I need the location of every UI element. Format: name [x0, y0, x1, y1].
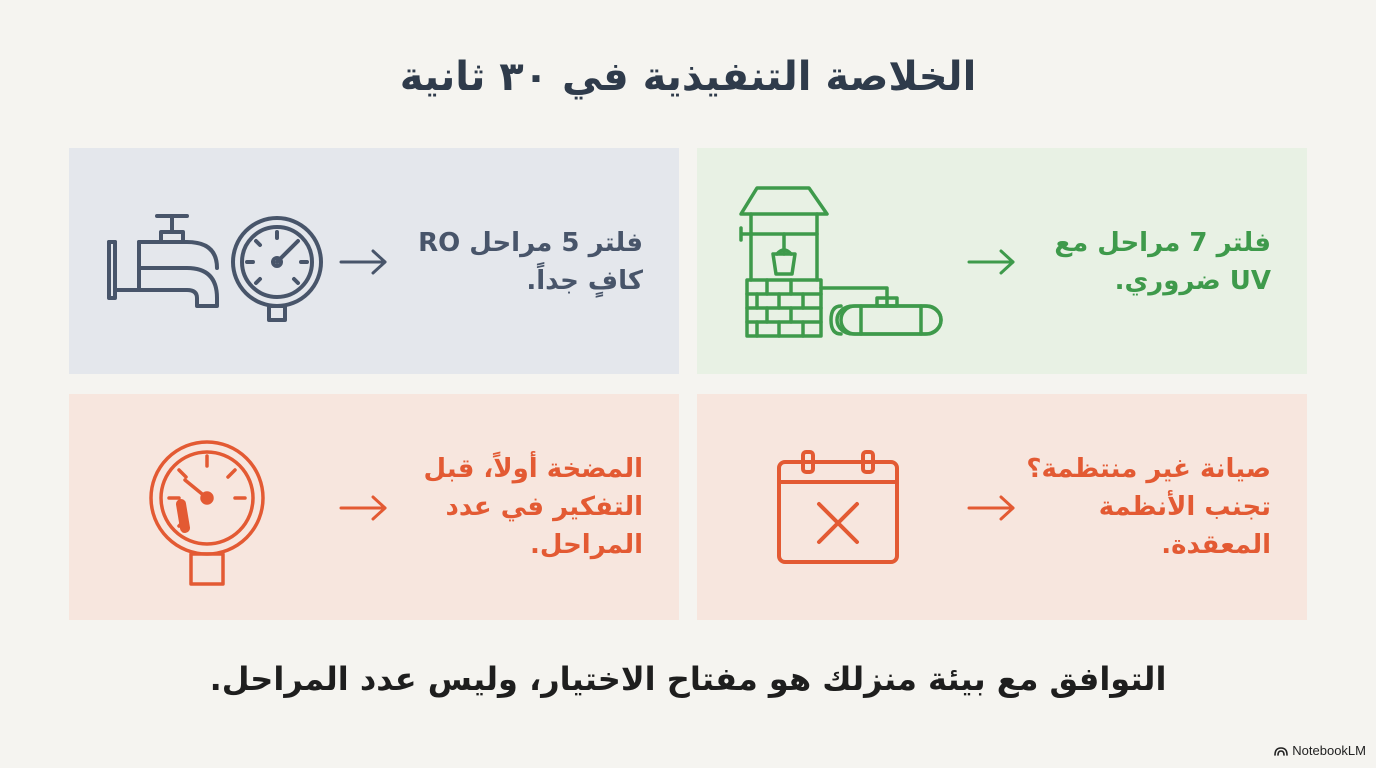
card-ro-5-stage: فلتر 5 مراحل RO كافٍ جداً.	[69, 148, 679, 374]
notebooklm-logo-icon	[1274, 746, 1289, 756]
card-irregular-maintenance: صيانة غير منتظمة؟ تجنب الأنظمة المعقدة.	[697, 394, 1307, 620]
low-pressure-gauge-icon	[149, 440, 265, 586]
card-text: صيانة غير منتظمة؟ تجنب الأنظمة المعقدة.	[1026, 454, 1271, 560]
arrow-right-icon	[967, 495, 1015, 521]
brand-label: NotebookLM	[1292, 743, 1366, 758]
brand-badge: NotebookLM	[1274, 743, 1366, 758]
page-title: الخلاصة التنفيذية في ٣٠ ثانية	[399, 54, 977, 100]
card-7-stage-uv: فلتر 7 مراحل مع UV ضروري.	[697, 148, 1307, 374]
arrow-right-icon	[339, 495, 387, 521]
calendar-cancel-icon	[777, 450, 899, 564]
card-pump-first: المضخة أولاً، قبل التفكير في عدد المراحل…	[69, 394, 679, 620]
card-text: فلتر 7 مراحل مع UV ضروري.	[1054, 228, 1271, 296]
faucet-pressure-gauge-icon	[107, 214, 323, 322]
card-text: فلتر 5 مراحل RO كافٍ جداً.	[418, 228, 643, 296]
well-water-tank-icon	[739, 186, 943, 338]
arrow-right-icon	[339, 249, 387, 275]
conclusion-text: التوافق مع بيئة منزلك هو مفتاح الاختيار،…	[209, 660, 1167, 698]
arrow-right-icon	[967, 249, 1015, 275]
card-text: المضخة أولاً، قبل التفكير في عدد المراحل…	[423, 454, 644, 560]
